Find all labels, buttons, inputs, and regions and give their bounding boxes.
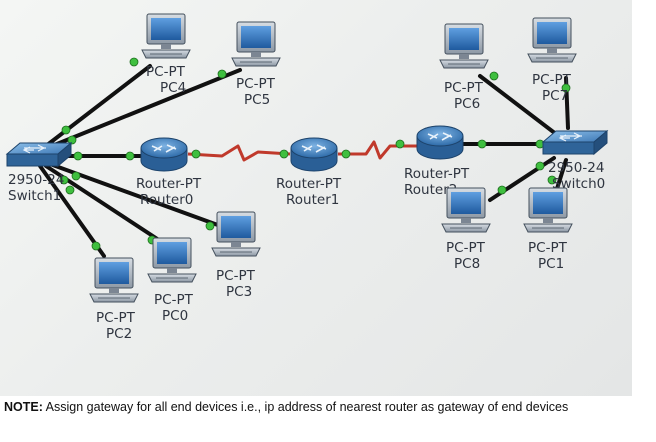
pc3-type-label: PC-PT [216,268,256,284]
pc-icon [211,211,261,257]
pc-icon [439,23,489,69]
network-topology-diagram: 2950-24 Switch1 2950-24 Switch0 Router-P… [0,0,632,396]
router-icon [416,125,464,160]
router0-type-label: Router-PT [136,176,202,192]
switch-icon [6,142,72,167]
router1-type-label: Router-PT [276,176,342,192]
pc7-name-label: PC7 [542,88,568,104]
switch1[interactable]: 2950-24 Switch1 [6,142,72,204]
pc8-name-label: PC8 [454,256,480,272]
pc5[interactable]: PC-PT PC5 [231,21,281,108]
link-switch0-pc6 [478,74,558,136]
pc8-type-label: PC-PT [446,240,486,256]
pc2-name-label: PC2 [106,326,132,342]
link-switch1-pc5 [40,68,242,152]
pc0-name-label: PC0 [162,308,188,324]
link-switch1-pc2 [38,164,106,258]
pc7[interactable]: PC-PT PC7 [527,17,577,104]
pc-icon [141,13,191,59]
pc7-type-label: PC-PT [532,72,572,88]
serial-links [187,140,418,162]
pc3-name-label: PC3 [226,284,252,300]
pc-icon [89,257,139,303]
router1[interactable]: Router-PT Router1 [276,137,342,208]
switch-icon [542,130,608,155]
pc2[interactable]: PC-PT PC2 [89,257,139,342]
switch0[interactable]: 2950-24 Switch0 [542,130,608,192]
switch1-type-label: 2950-24 [8,172,64,188]
link-router0-router1 [187,144,291,162]
pc5-type-label: PC-PT [236,76,276,92]
pc4-type-label: PC-PT [146,64,186,80]
pc1[interactable]: PC-PT PC1 [523,187,573,272]
pc0-type-label: PC-PT [154,292,194,308]
pc-icon [527,17,577,63]
port-lights [59,57,571,251]
router2-type-label: Router-PT [404,166,470,182]
link-router1-router2 [338,140,418,160]
pc2-type-label: PC-PT [96,310,136,326]
pc5-name-label: PC5 [244,92,270,108]
router2[interactable]: Router-PT Router2 [404,125,470,198]
pc-icon [231,21,281,67]
pc0[interactable]: PC-PT PC0 [147,237,197,324]
router-icon [140,137,188,172]
pc4-name-label: PC4 [160,80,186,96]
link-switch0-pc1 [554,158,568,194]
gateway-note: NOTE: Assign gateway for all end devices… [4,400,644,414]
router2-name-label: Router2 [404,182,457,198]
router1-name-label: Router1 [286,192,339,208]
pc6[interactable]: PC-PT PC6 [439,23,489,112]
pc-icon [441,187,491,233]
switch1-name-label: Switch1 [8,188,61,204]
switch0-type-label: 2950-24 [548,160,604,176]
pc1-type-label: PC-PT [528,240,568,256]
link-switch1-pc4 [36,64,152,154]
pc3[interactable]: PC-PT PC3 [211,211,261,300]
note-text: Assign gateway for all end devices i.e.,… [42,400,569,414]
pc6-type-label: PC-PT [444,80,484,96]
pc-icon [147,237,197,283]
pc8[interactable]: PC-PT PC8 [441,187,491,272]
router0[interactable]: Router-PT Router0 [136,137,202,208]
router0-name-label: Router0 [140,192,193,208]
pc-icon [523,187,573,233]
router-icon [290,137,338,172]
note-label: NOTE: [4,400,43,414]
pc6-name-label: PC6 [454,96,480,112]
pc4[interactable]: PC-PT PC4 [141,13,191,96]
pc1-name-label: PC1 [538,256,564,272]
